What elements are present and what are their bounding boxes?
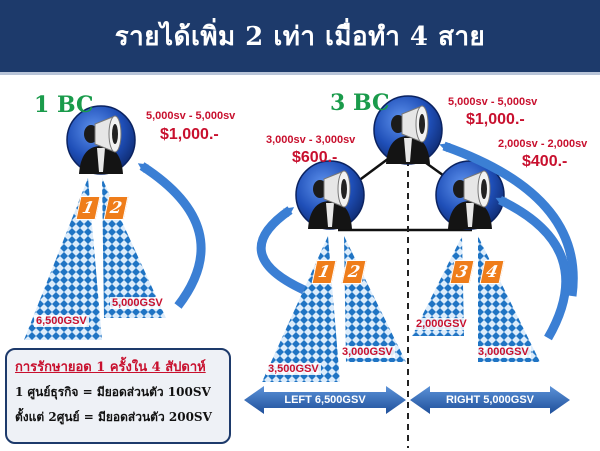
diagram-scene: [24, 95, 578, 448]
double-arrow-icon: [244, 386, 406, 414]
panel-heading: การรักษายอด 1 ครั้งใน 4 สัปดาห์: [15, 360, 206, 375]
left-pair-range: 5,000sv - 5,000sv: [146, 110, 236, 122]
curved-arrow-icon: [439, 141, 578, 297]
right-leg3-volume: 2,000GSV: [414, 318, 469, 330]
page-title: รายได้เพิ่ม 2 เท่า เมื่อทำ 4 สาย: [114, 21, 486, 52]
right-leg2-volume: 3,000GSV: [340, 346, 395, 358]
right-leg4-cone: [478, 236, 540, 362]
left-pair-amount: $1,000.-: [160, 126, 219, 143]
right-total-label: RIGHT 5,000GSV: [445, 394, 535, 406]
right-left-range: 3,000sv - 3,000sv: [266, 134, 356, 146]
panel-line-2: ตั้งแต่ 2ศูนย์ = มียอดส่วนตัว 200SV: [15, 410, 212, 424]
right-left-amount: $600.-: [292, 149, 338, 166]
panel-line-1: 1 ศูนย์ธุรกิจ = มียอดส่วนตัว 100SV: [15, 385, 211, 399]
left-leg1-volume: 6,500GSV: [34, 315, 89, 327]
curved-arrow-icon: [495, 195, 571, 341]
title-bar: รายได้เพิ่ม 2 เท่า เมื่อทำ 4 สาย: [0, 0, 600, 75]
right-leg1-cone: [262, 236, 340, 382]
right-bc-label: 3 BC: [330, 90, 390, 116]
left-leg2-volume: 5,000GSV: [110, 297, 165, 309]
right-right-range: 2,000sv - 2,000sv: [498, 138, 588, 150]
curved-arrow-icon: [256, 206, 306, 295]
right-leg4-volume: 3,000GSV: [476, 346, 531, 358]
left-total-label: LEFT 6,500GSV: [284, 394, 366, 406]
megaphone-icon: [295, 160, 365, 230]
right-top-range: 5,000sv - 5,000sv: [448, 96, 538, 108]
right-leg3-cone: [412, 236, 464, 336]
left-bc-label: 1 BC: [34, 92, 94, 118]
right-top-amount: $1,000.-: [466, 111, 525, 128]
maintenance-panel: การรักษายอด 1 ครั้งใน 4 สัปดาห์ 1 ศูนย์ธ…: [5, 348, 231, 444]
double-arrow-icon: [410, 386, 570, 414]
curved-arrow-icon: [137, 162, 206, 309]
right-leg2-cone: [344, 236, 406, 362]
right-right-amount: $400.-: [522, 153, 568, 170]
right-leg1-volume: 3,500GSV: [266, 363, 321, 375]
